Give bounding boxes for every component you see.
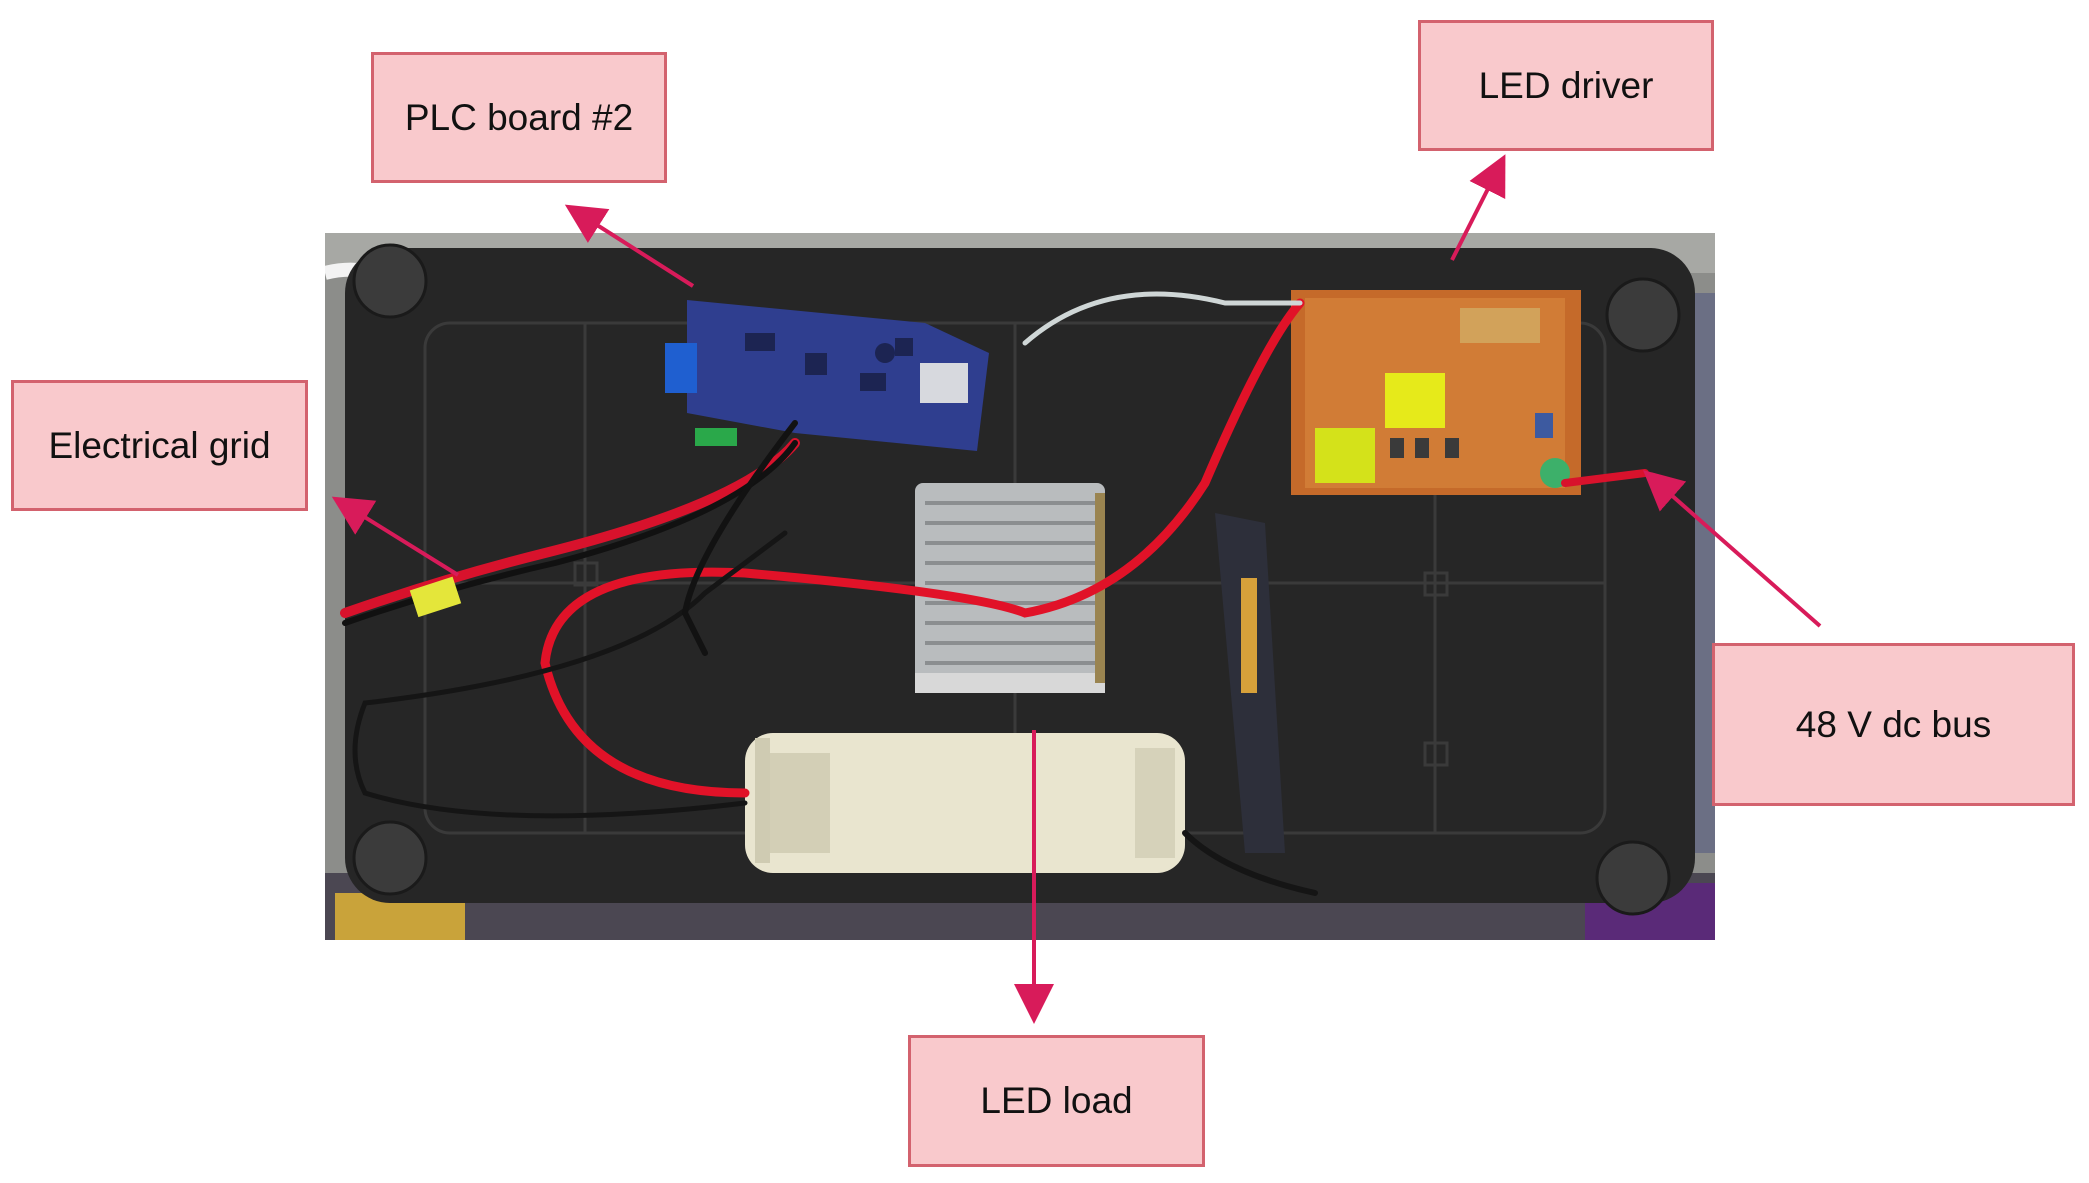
voltage-probe <box>1215 513 1285 853</box>
electrical-grid-label: Electrical grid <box>11 380 308 511</box>
led-driver-board <box>1291 290 1581 495</box>
dc-bus-label: 48 V dc bus <box>1712 643 2075 806</box>
led-load-label: LED load <box>908 1035 1205 1167</box>
wire-clip <box>409 576 462 618</box>
plc-board-label: PLC board #2 <box>371 52 667 183</box>
testbench-photo <box>325 233 1715 940</box>
current-probe <box>745 733 1185 873</box>
plc-board <box>665 300 989 451</box>
heatsink <box>915 483 1105 693</box>
led-driver-label: LED driver <box>1418 20 1714 151</box>
